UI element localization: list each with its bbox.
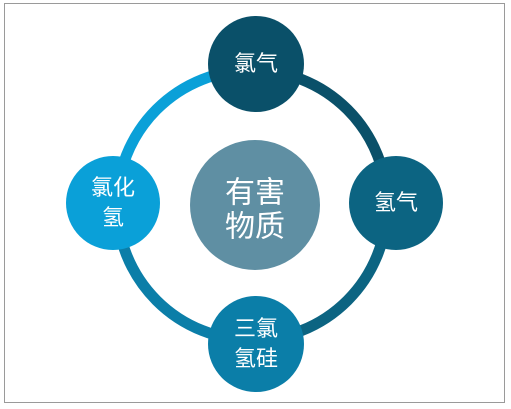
node-bottom-label-line2: 氢硅 xyxy=(234,347,278,372)
node-left-label-line1: 氯化 xyxy=(91,176,135,201)
center-node: 有害 物质 xyxy=(190,140,320,270)
node-left-circle xyxy=(66,156,160,250)
node-right-circle xyxy=(349,156,443,250)
center-label-line1: 有害 xyxy=(225,176,285,211)
node-bottom: 三氯 氢硅 xyxy=(208,296,304,392)
center-label-line2: 物质 xyxy=(225,210,285,245)
node-left-label-line2: 氢 xyxy=(102,206,124,231)
node-bottom-label-line1: 三氯 xyxy=(234,317,278,342)
node-left: 氯化 氢 xyxy=(66,156,160,250)
node-top: 氯气 xyxy=(208,16,304,112)
node-top-circle xyxy=(208,16,304,112)
node-bottom-circle xyxy=(208,296,304,392)
node-right: 氢气 xyxy=(349,156,443,250)
center-circle xyxy=(190,140,320,270)
node-top-label: 氯气 xyxy=(234,52,278,77)
node-right-label: 氢气 xyxy=(374,191,418,216)
